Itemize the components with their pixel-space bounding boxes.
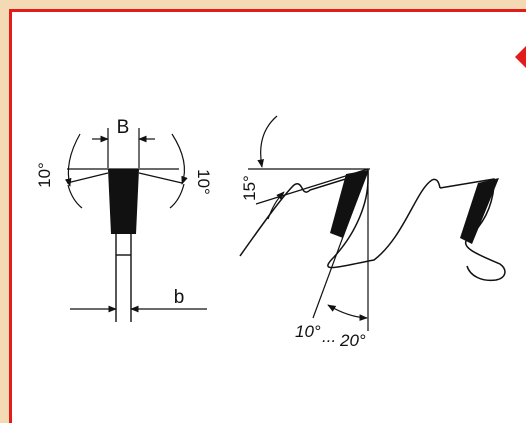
clearance-line-left: [66, 172, 109, 184]
tooth-profile-view: 15° 10° ... 20°: [239, 115, 506, 350]
diagram-panel: B 10° 10°: [9, 9, 526, 423]
blade-outline-path: [239, 170, 441, 269]
angle-arc-left-lower: [67, 184, 83, 209]
carbide-tip-1: [330, 170, 369, 238]
angle-label-right: 10°: [194, 169, 213, 195]
clearance-line-right: [138, 172, 183, 184]
carbide-tip-2: [460, 178, 499, 244]
angle-label-left: 10°: [35, 162, 54, 188]
hook-angle-arc: [327, 304, 368, 321]
angle-arc-right-upper: [171, 133, 188, 185]
plate-width-label: b: [174, 287, 185, 308]
hook-angle-dots: ...: [322, 327, 336, 346]
scroll-left-arrow-icon[interactable]: [515, 46, 526, 68]
hook-angle-end-label: 20°: [339, 331, 366, 350]
top-angle-label: 15°: [240, 175, 259, 201]
tooth-tip-shape: [108, 169, 139, 234]
body-width-label: B: [117, 117, 130, 138]
angle-arc-right-lower: [169, 183, 185, 209]
tooth-section-view: B 10° 10°: [35, 117, 213, 322]
top-angle-arc-upper: [257, 115, 278, 168]
angle-arc-left-upper: [64, 133, 81, 187]
blade-outline-second-tooth: [439, 178, 506, 282]
saw-tooth-diagram: B 10° 10°: [35, 115, 506, 350]
hook-angle-start-label: 10°: [295, 322, 321, 341]
